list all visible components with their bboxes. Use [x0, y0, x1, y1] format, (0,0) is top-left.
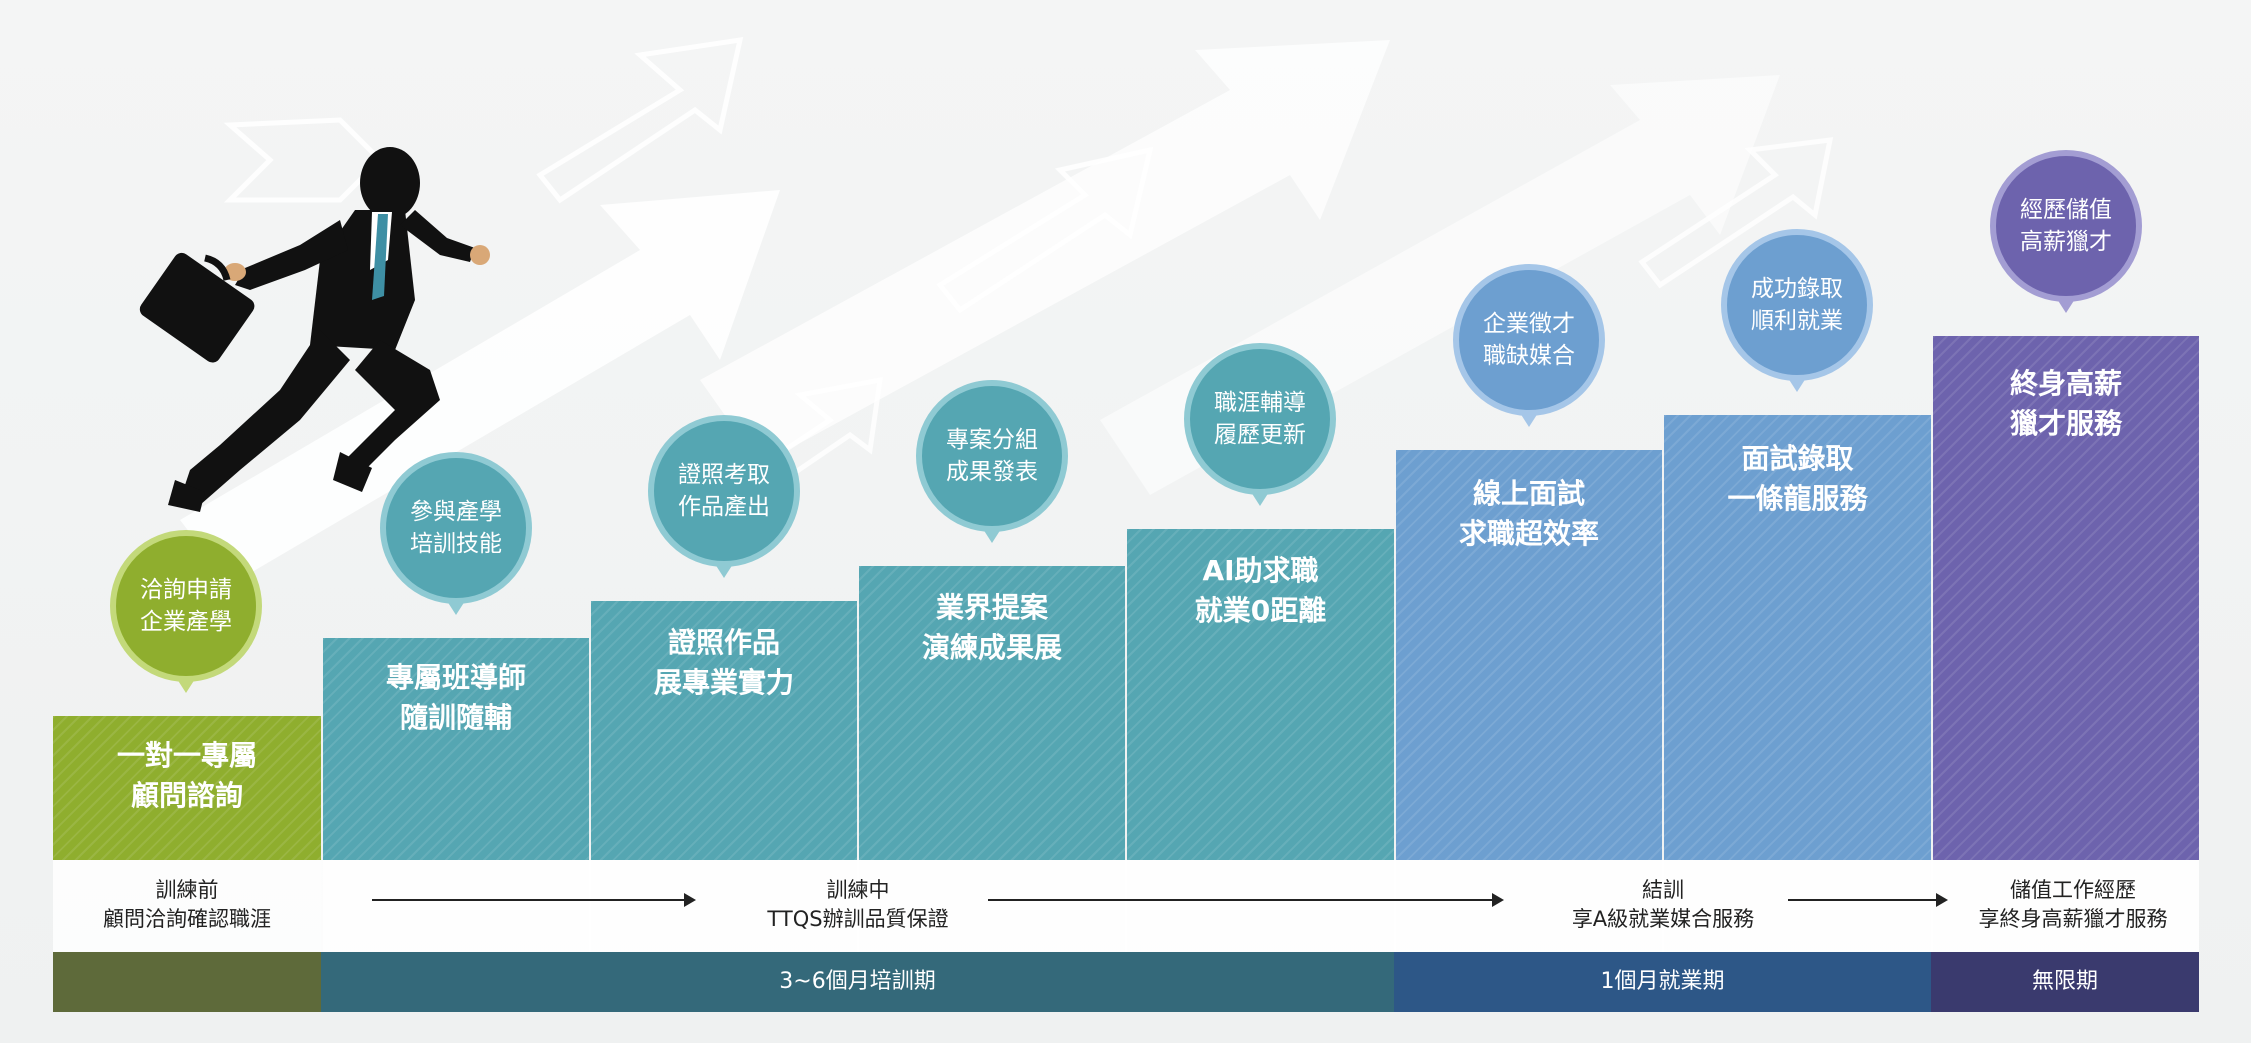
step-title: 一對一專屬 顧問諮詢	[116, 739, 257, 812]
step-2-bubble: 參與產學 培訓技能	[380, 452, 532, 615]
phase-pre	[53, 952, 321, 1012]
step-1-bubble: 洽詢申請 企業產學	[110, 530, 262, 693]
divider	[1125, 860, 1127, 952]
stage-band-main	[323, 860, 2199, 952]
arrow-right-icon	[988, 893, 1504, 907]
divider	[589, 860, 591, 952]
step-1: 一對一專屬 顧問諮詢	[53, 716, 321, 860]
step-4-bubble: 專案分組 成果發表	[916, 380, 1068, 543]
step-title: 專屬班導師 隨訓隨輔	[385, 661, 526, 734]
step-title: 面試錄取 一條龍服務	[1727, 442, 1868, 515]
step-title: 終身高薪 獵才服務	[2009, 367, 2122, 440]
step-title: 線上面試 求職超效率	[1458, 477, 1599, 550]
stage-pre-training: 訓練前 顧問洽詢確認職涯	[103, 878, 271, 931]
phase-employment: 1個月就業期	[1394, 952, 1931, 1012]
divider	[1662, 860, 1664, 952]
step-8: 終身高薪 獵才服務	[1933, 336, 2199, 860]
step-title: 證照作品 展專業實力	[653, 626, 794, 699]
running-businessman-icon	[139, 147, 490, 512]
step-3-bubble: 證照考取 作品產出	[648, 415, 800, 578]
phase-unlimited: 無限期	[1931, 952, 2199, 1012]
step-6: 線上面試 求職超效率	[1396, 450, 1662, 860]
arrow-right-icon	[1788, 893, 1948, 907]
step-5-bubble: 職涯輔導 履歷更新	[1184, 343, 1336, 506]
step-7-bubble: 成功錄取 順利就業	[1721, 229, 1873, 392]
step-6-bubble: 企業徵才 職缺媒合	[1453, 264, 1605, 427]
divider	[1931, 860, 1933, 952]
stage-band-pre	[53, 860, 321, 952]
hatch-pattern	[1127, 529, 1394, 860]
hatch-pattern	[1664, 415, 1931, 860]
hatch-pattern	[859, 566, 1125, 860]
arrow-right-icon	[372, 893, 696, 907]
step-5: AI助求職 就業0距離	[1127, 529, 1394, 860]
step-3: 證照作品 展專業實力	[591, 601, 857, 860]
hatch-pattern	[323, 638, 589, 860]
background-arrows-icon	[180, 36, 1834, 585]
divider	[1394, 860, 1396, 952]
stage-graduation: 結訓 享A級就業媒合服務	[1571, 878, 1755, 931]
divider	[857, 860, 859, 952]
stage-lifelong: 儲值工作經歷 享終身高薪獵才服務	[1978, 878, 2168, 931]
hatch-pattern	[1933, 336, 2199, 860]
step-title: 業界提案 演練成果展	[921, 591, 1062, 664]
step-2: 專屬班導師 隨訓隨輔	[323, 638, 589, 860]
hatch-pattern	[591, 601, 857, 860]
hatch-pattern	[53, 716, 321, 860]
step-title: AI助求職 就業0距離	[1194, 554, 1327, 627]
step-4: 業界提案 演練成果展	[859, 566, 1125, 860]
phase-training: 3~6個月培訓期	[321, 952, 1394, 1012]
divider	[321, 860, 323, 952]
stage-in-training: 訓練中 TTQS辦訓品質保證	[767, 878, 949, 931]
step-7: 面試錄取 一條龍服務	[1664, 415, 1931, 860]
hatch-pattern	[1396, 450, 1662, 860]
step-8-bubble: 經歷儲值 高薪獵才	[1990, 150, 2142, 313]
